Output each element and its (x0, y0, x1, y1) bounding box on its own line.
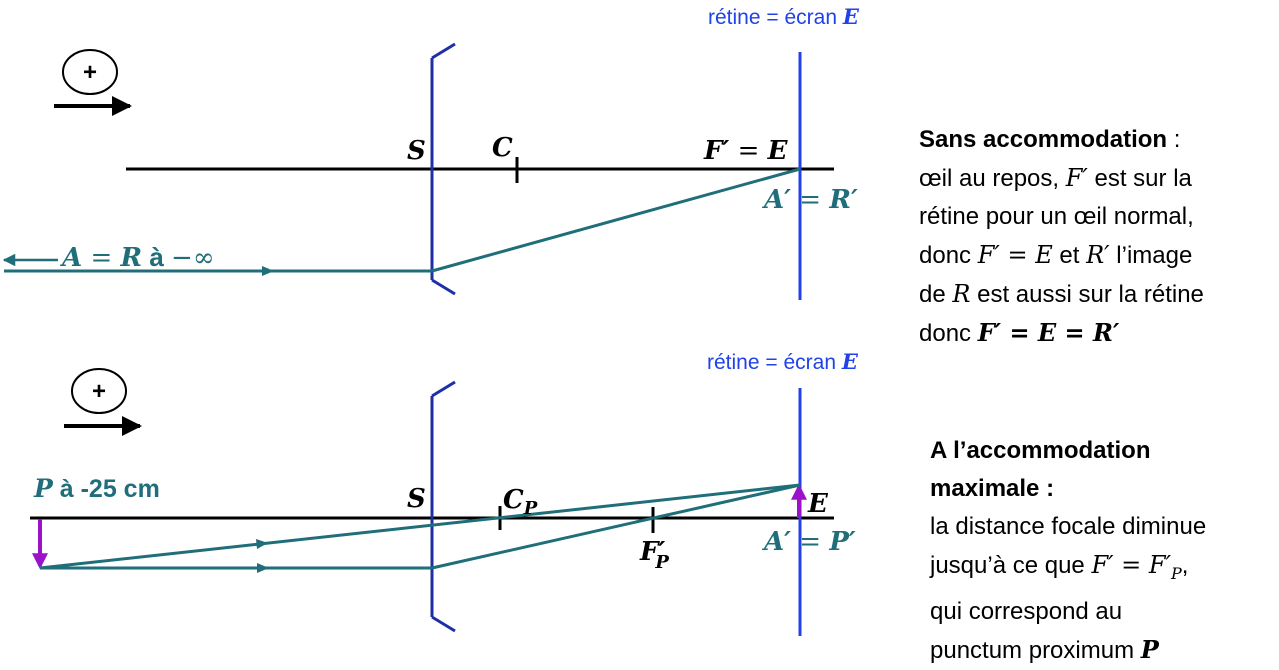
bottom-label-p: P à -25 cm (33, 474, 160, 503)
panel2-line1: la distance focale diminue (930, 513, 1207, 540)
top-label-f-eq-e: F′ = E (703, 136, 789, 166)
panel-max-accommodation: A l’accommodation maximale : la distance… (930, 432, 1278, 670)
bottom-ray-through-center (39, 483, 801, 570)
bottom-ray-arrowhead-2 (257, 563, 269, 573)
panel2-line4: punctum proximum P (930, 634, 1159, 664)
panel2-line2: jusqu’à ce que F′ = F′P, (930, 551, 1189, 583)
top-lens (430, 42, 456, 296)
top-diagram: + rétine = écran E S C F′ = E A′ = R′ A … (2, 4, 860, 300)
top-retina-label: rétine = écran E (708, 4, 860, 29)
top-label-a-r-infinity: A = R à −∞ (59, 242, 215, 273)
bottom-sign-circle (71, 368, 127, 414)
top-label-c: C (492, 133, 513, 163)
bottom-label-fp: F′P (639, 537, 669, 573)
panel1-title: Sans accommodation (919, 126, 1168, 153)
bottom-retina-label: rétine = écran E (707, 349, 859, 374)
bottom-label-a-eq-p: A′ = P′ (761, 527, 856, 557)
panel1-line2: rétine pour un œil normal, (919, 203, 1194, 230)
panel1-line4: de R est aussi sur la rétine (919, 280, 1204, 308)
bottom-label-e: E (807, 489, 829, 519)
top-ray-arrowhead (262, 266, 274, 276)
panel1-line5: donc F′ = E = R′ (919, 318, 1120, 347)
bottom-label-cp: CP (503, 485, 538, 519)
top-sign-circle (62, 49, 118, 95)
panel2-title1: A l’accommodation (930, 437, 1151, 464)
panel-no-accommodation: Sans accommodation : œil au repos, F′ es… (919, 121, 1275, 353)
top-sign-plus: + (83, 59, 97, 86)
bottom-label-s: S (407, 484, 426, 514)
panel1-line3: donc F′ = E et R′ l’image (919, 241, 1193, 269)
bottom-ray-refracted (431, 483, 801, 570)
bottom-ray-arrowhead-1 (256, 539, 268, 549)
bottom-sign-plus: + (92, 378, 106, 405)
top-ray-refracted (431, 167, 801, 273)
bottom-lens (430, 380, 456, 633)
panel1-colon: : (1167, 126, 1181, 153)
panel2-line3: qui correspond au (930, 597, 1123, 625)
top-label-a-eq-r: A′ = R′ (761, 185, 858, 215)
bottom-diagram: + rétine = écran E P à -25 cm S CP F′P E… (30, 349, 859, 636)
panel1-title-line: Sans accommodation : (919, 121, 1275, 159)
top-label-s: S (407, 136, 426, 166)
panel2-title2: maximale : (930, 475, 1055, 502)
panel1-line1: œil au repos, F′ est sur la (919, 164, 1192, 192)
